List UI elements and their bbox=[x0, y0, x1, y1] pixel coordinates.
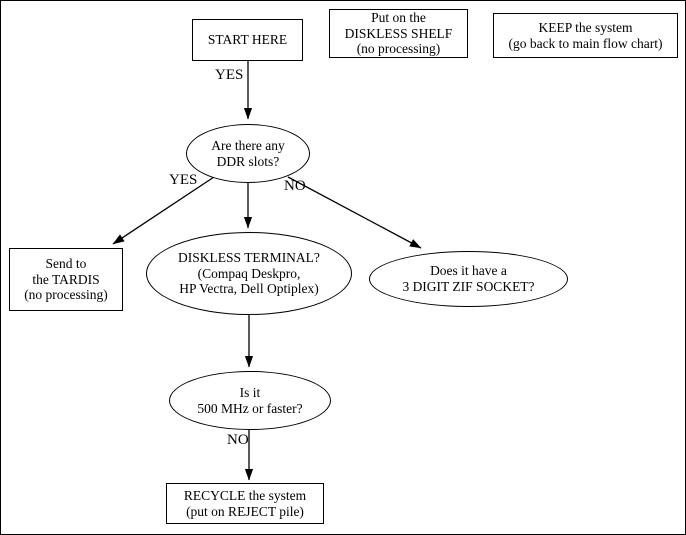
node-ddr-slots-line-1: Are there any bbox=[211, 137, 285, 153]
node-diskless-shelf-line-2: DISKLESS SHELF bbox=[344, 25, 453, 41]
node-diskless-terminal-line-1: DISKLESS TERMINAL? bbox=[178, 249, 320, 265]
node-diskless-terminal[interactable]: DISKLESS TERMINAL? (Compaq Deskpro, HP V… bbox=[146, 232, 352, 315]
node-start-here-line-1: START HERE bbox=[207, 32, 288, 48]
edge-label-speed-no: NO bbox=[227, 432, 249, 448]
edge-ddr-yes-to-tardis bbox=[112, 176, 215, 245]
node-speed-check-line-1: Is it bbox=[239, 384, 261, 400]
node-diskless-shelf[interactable]: Put on the DISKLESS SHELF (no processing… bbox=[329, 9, 468, 58]
edge-label-start-to-ddr: YES bbox=[215, 67, 244, 83]
node-ddr-slots-line-2: DDR slots? bbox=[216, 153, 280, 169]
node-recycle-system[interactable]: RECYCLE the system (put on REJECT pile) bbox=[166, 483, 324, 524]
node-keep-system[interactable]: KEEP the system (go back to main flow ch… bbox=[493, 13, 678, 58]
node-diskless-shelf-line-3: (no processing) bbox=[356, 41, 441, 57]
node-speed-check-line-2: 500 MHz or faster? bbox=[197, 400, 303, 416]
node-diskless-terminal-line-3: HP Vectra, Dell Optiplex) bbox=[179, 281, 319, 297]
node-keep-system-line-2: (go back to main flow chart) bbox=[508, 35, 663, 51]
node-diskless-shelf-line-1: Put on the bbox=[371, 9, 426, 25]
edge-ddr-no-to-zif bbox=[287, 176, 422, 249]
node-recycle-system-line-1: RECYCLE the system bbox=[183, 487, 307, 503]
node-zif-socket-line-2: 3 DIGIT ZIF SOCKET? bbox=[402, 279, 535, 294]
node-send-tardis-line-3: (no processing) bbox=[24, 287, 108, 303]
node-start-here[interactable]: START HERE bbox=[192, 19, 303, 61]
node-diskless-terminal-line-2: (Compaq Deskpro, bbox=[197, 265, 301, 281]
node-zif-socket-line-1: Does it have a bbox=[430, 263, 507, 279]
node-ddr-slots[interactable]: Are there any DDR slots? bbox=[186, 124, 310, 183]
edge-label-ddr-yes: YES bbox=[169, 172, 198, 188]
node-send-tardis-line-1: Send to bbox=[45, 255, 87, 271]
node-speed-check[interactable]: Is it 500 MHz or faster? bbox=[169, 371, 331, 430]
node-recycle-system-line-2: (put on REJECT pile) bbox=[186, 503, 304, 519]
edge-label-ddr-no: NO bbox=[284, 178, 306, 194]
node-zif-socket[interactable]: Does it have a 3 DIGIT ZIF SOCKET? bbox=[369, 251, 568, 307]
node-keep-system-line-1: KEEP the system bbox=[538, 19, 633, 35]
node-send-tardis[interactable]: Send to the TARDIS (no processing) bbox=[9, 248, 123, 311]
node-send-tardis-line-2: the TARDIS bbox=[32, 271, 100, 287]
